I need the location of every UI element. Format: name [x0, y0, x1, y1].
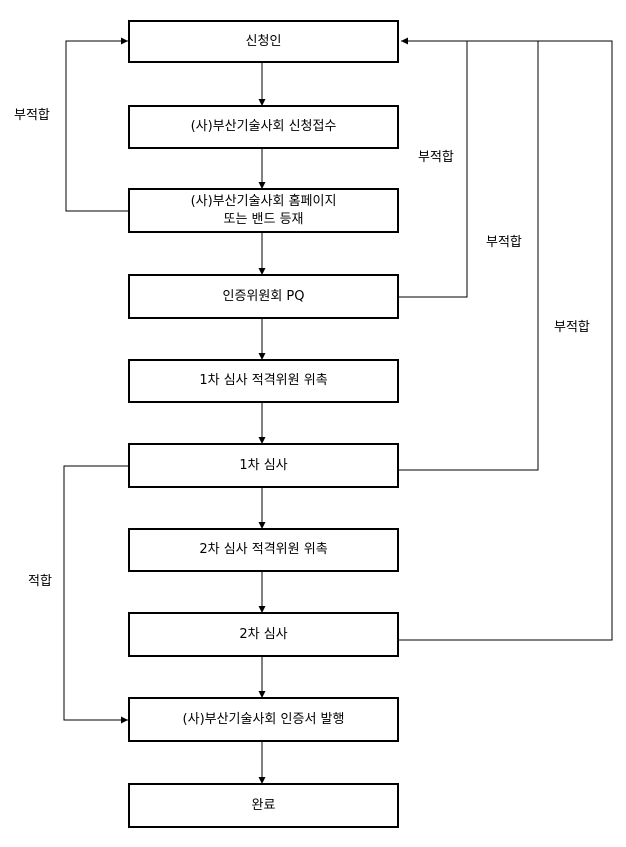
round1-review-box: 1차 심사: [128, 443, 399, 488]
applicant-box: 신청인: [128, 20, 399, 63]
round1-review-label: 1차 심사: [239, 457, 288, 473]
pq-label: 인증위원회 PQ: [222, 288, 305, 304]
round2-review-box: 2차 심사: [128, 612, 399, 657]
posting-label-line2: 또는 밴드 등재: [223, 211, 304, 227]
arrow-round1-suitable-path: [63, 465, 128, 724]
round2-review-label: 2차 심사: [239, 626, 288, 642]
round2-commission-box: 2차 심사 적격위원 위촉: [128, 528, 399, 572]
posting-label-line1: (사)부산기술사회 홈페이지: [190, 193, 337, 209]
posting-box: (사)부산기술사회 홈페이지 또는 밴드 등재: [128, 188, 399, 233]
reception-box: (사)부산기술사회 신청접수: [128, 105, 399, 149]
issuance-box: (사)부산기술사회 인증서 발행: [128, 697, 399, 742]
round1-suitable-label: 적합: [28, 574, 52, 589]
arrow-posting-unsuitable-loop: [65, 37, 128, 212]
round1-commission-box: 1차 심사 적격위원 위촉: [128, 359, 399, 403]
applicant-label: 신청인: [245, 33, 282, 49]
arrow-round1-unsuitable-loop: [399, 41, 539, 471]
issuance-label: (사)부산기술사회 인증서 발행: [182, 711, 345, 727]
complete-label: 완료: [251, 797, 276, 813]
complete-box: 완료: [128, 783, 399, 828]
posting-unsuitable-label: 부적합: [14, 108, 50, 123]
pq-unsuitable-label: 부적합: [418, 150, 454, 165]
arrow-pq-unsuitable-loop: [399, 37, 468, 298]
arrow-round2-unsuitable-loop: [399, 40, 613, 641]
round1-unsuitable-label: 부적합: [486, 235, 522, 250]
reception-label: (사)부산기술사회 신청접수: [190, 119, 337, 134]
pq-box: 인증위원회 PQ: [128, 274, 399, 319]
round2-unsuitable-label: 부적합: [554, 320, 590, 335]
round2-commission-label: 2차 심사 적격위원 위촉: [199, 542, 328, 557]
round1-commission-label: 1차 심사 적격위원 위촉: [199, 373, 328, 388]
